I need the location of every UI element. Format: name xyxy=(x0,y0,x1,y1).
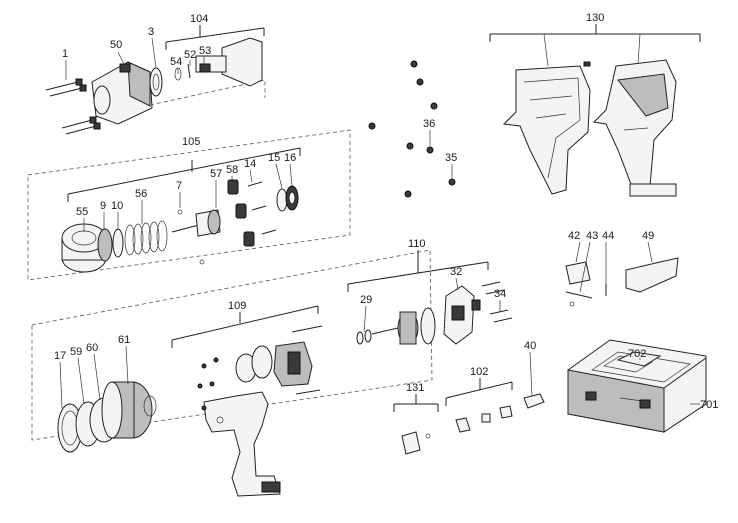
assembly-outlines xyxy=(27,79,433,441)
label-part-109: 109 xyxy=(228,300,246,312)
label-part-40: 40 xyxy=(524,340,536,352)
housing-left-half-part-130 xyxy=(502,61,591,195)
planetary-gears-part-58 xyxy=(227,179,255,247)
label-part-56: 56 xyxy=(135,188,147,200)
part-labels: 1 50 3 104 54 52 53 105 7 57 58 14 15 16… xyxy=(54,12,718,411)
bracket-109 xyxy=(171,305,319,348)
bracket-105 xyxy=(67,147,301,202)
label-part-3: 3 xyxy=(148,26,154,38)
bracket-130 xyxy=(489,24,701,42)
label-part-16: 16 xyxy=(284,152,296,164)
label-part-10: 10 xyxy=(111,200,123,212)
label-part-58: 58 xyxy=(226,164,238,176)
clip-part-131 xyxy=(401,431,431,455)
screws-part-36 xyxy=(368,60,438,198)
case-insert-part-702 xyxy=(616,351,662,367)
label-part-49: 49 xyxy=(642,230,654,242)
screws-part-1 xyxy=(45,78,101,135)
bracket-104 xyxy=(165,25,265,50)
label-part-7: 7 xyxy=(176,180,182,192)
pcb-part-32 xyxy=(443,285,481,345)
label-part-52: 52 xyxy=(184,49,196,61)
spring-part-56 xyxy=(124,220,168,256)
handle-frame-part-109 xyxy=(203,391,281,497)
label-part-130: 130 xyxy=(586,12,604,24)
label-part-44: 44 xyxy=(602,230,614,242)
bracket-131 xyxy=(393,394,439,412)
bracket-110 xyxy=(347,250,489,292)
label-part-54: 54 xyxy=(170,56,182,68)
bracket-102 xyxy=(445,378,513,406)
leader-lines xyxy=(59,33,700,409)
key-part-43 xyxy=(565,291,593,307)
label-part-29: 29 xyxy=(360,294,372,306)
bearing-parts-15-16 xyxy=(276,185,299,212)
spindle-part-57 xyxy=(171,209,221,265)
screws-part-34 xyxy=(481,281,513,323)
label-plate-part-42 xyxy=(565,261,591,285)
label-part-131: 131 xyxy=(406,382,424,394)
motor-rotor-part-110 xyxy=(371,307,436,345)
pins-part-14 xyxy=(247,181,277,235)
gear-case-part-61 xyxy=(101,381,157,439)
gear-housing-part-50 xyxy=(91,61,153,125)
ball-cage-part-9 xyxy=(97,228,113,262)
anvil-part-104 xyxy=(174,37,263,87)
label-part-110: 110 xyxy=(408,238,426,250)
motor-stator-part-109 xyxy=(235,325,323,395)
small-screws-part-109 xyxy=(197,357,219,411)
label-part-14: 14 xyxy=(244,158,256,170)
label-part-50: 50 xyxy=(110,39,122,51)
label-part-104: 104 xyxy=(190,13,208,25)
label-part-35: 35 xyxy=(445,152,457,164)
label-part-17: 17 xyxy=(54,350,66,362)
label-part-61: 61 xyxy=(118,334,130,346)
label-part-105: 105 xyxy=(182,136,200,148)
label-part-34: 34 xyxy=(494,288,506,300)
hammer-part-55 xyxy=(61,223,107,273)
label-part-9: 9 xyxy=(100,200,106,212)
label-part-59: 59 xyxy=(70,346,82,358)
screw-part-35 xyxy=(448,178,456,186)
label-part-702: 702 xyxy=(628,348,646,360)
label-part-32: 32 xyxy=(450,266,462,278)
label-part-43: 43 xyxy=(586,230,598,242)
label-part-36: 36 xyxy=(423,118,435,130)
carry-case-part-701 xyxy=(567,339,707,433)
housing-right-half-part-130 xyxy=(592,59,677,197)
label-part-60: 60 xyxy=(86,342,98,354)
washer-part-10 xyxy=(112,228,124,258)
label-part-57: 57 xyxy=(210,168,222,180)
label-part-53: 53 xyxy=(199,45,211,57)
label-part-701: 701 xyxy=(700,399,718,411)
label-part-1: 1 xyxy=(62,48,68,60)
label-part-55: 55 xyxy=(76,206,88,218)
grip-insert-part-49 xyxy=(625,257,679,293)
washer-part-3 xyxy=(149,67,163,97)
belt-clip-part-40 xyxy=(523,393,545,409)
retaining-ring-part-29 xyxy=(356,329,372,345)
label-part-102: 102 xyxy=(470,366,488,378)
label-part-42: 42 xyxy=(568,230,580,242)
switch-parts-102 xyxy=(455,405,513,433)
label-part-15: 15 xyxy=(268,152,280,164)
